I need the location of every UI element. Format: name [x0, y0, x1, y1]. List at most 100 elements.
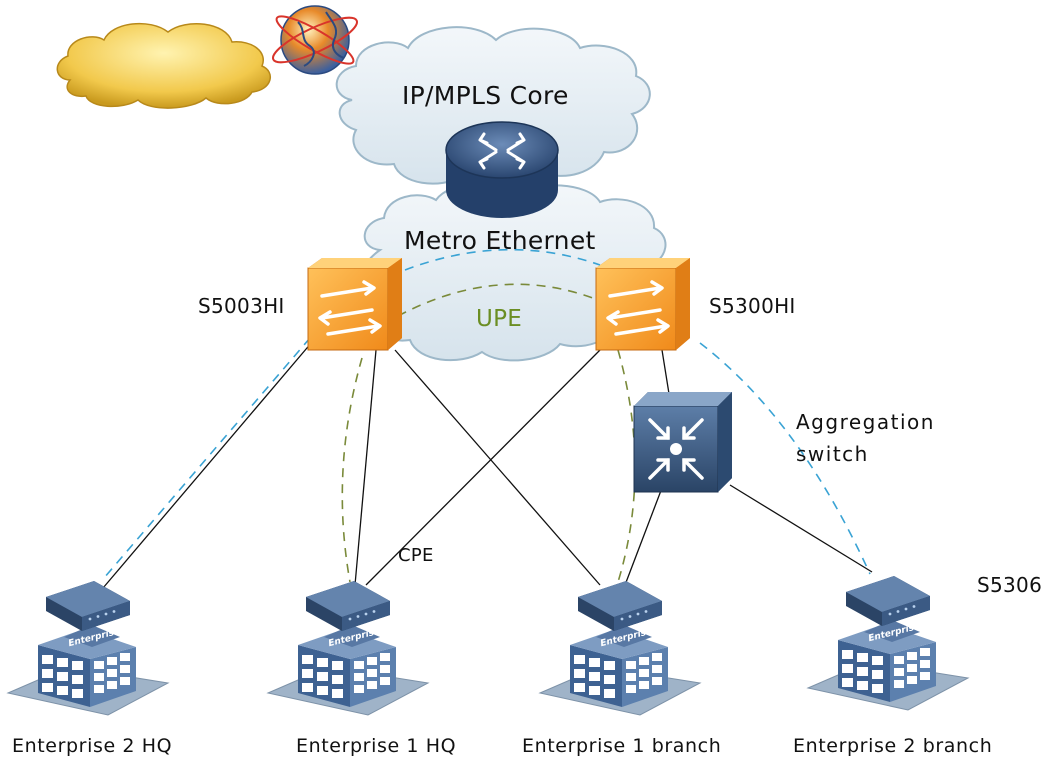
vpn-ent1-metro — [397, 283, 599, 317]
ip-mpls-core-cloud — [335, 26, 651, 188]
window — [626, 685, 636, 693]
window — [639, 669, 649, 677]
window — [872, 656, 883, 665]
window — [302, 683, 313, 692]
window — [107, 681, 117, 689]
aggregation-switch-label: Aggregation switch — [796, 406, 935, 470]
window — [574, 655, 585, 664]
vpn-ent2-metro — [404, 248, 601, 271]
window — [652, 665, 662, 673]
window — [920, 660, 930, 668]
link-aggregation-ent2branch — [729, 484, 873, 573]
core-router-icon — [445, 121, 559, 218]
window — [920, 672, 930, 680]
window — [842, 664, 853, 673]
link-s5003-ent1hq — [354, 349, 377, 586]
switch-right-label: S5300HI — [709, 294, 796, 318]
window — [589, 672, 600, 681]
window — [604, 661, 615, 670]
window — [639, 657, 649, 665]
window — [332, 661, 343, 670]
window — [317, 658, 328, 667]
status-light — [896, 610, 900, 613]
status-light — [636, 612, 640, 616]
window — [302, 669, 313, 678]
window — [872, 670, 883, 679]
window — [626, 661, 636, 669]
window — [842, 650, 853, 659]
core-cloud-label: IP/MPLS Core — [402, 81, 569, 110]
internet-cloud-icon — [56, 22, 272, 109]
window — [907, 652, 917, 660]
status-light — [356, 615, 360, 618]
metro-cloud-label: Metro Ethernet — [404, 226, 596, 255]
vpn-ent1-left — [341, 357, 363, 583]
cpe-modem-icon — [306, 581, 390, 631]
link-s5003-ent2hq — [102, 334, 319, 589]
cpe-modem-icon — [46, 581, 130, 631]
status-light — [620, 617, 624, 621]
link-s5300-aggregation — [661, 349, 671, 401]
cpe-modem-icon — [846, 576, 930, 626]
window — [57, 672, 68, 681]
enterprise-building-icon: Enterprise — [6, 625, 170, 716]
window — [367, 681, 377, 689]
layer2-switch-icon — [595, 258, 690, 351]
window — [574, 683, 585, 692]
window — [907, 676, 917, 684]
window — [42, 669, 53, 678]
enterprise-building-icon: Enterprise — [266, 625, 430, 716]
window — [894, 668, 904, 676]
status-light — [644, 610, 648, 613]
window — [94, 685, 104, 693]
aggregation-label-line1: Aggregation — [796, 410, 935, 434]
window — [120, 653, 130, 661]
status-light — [904, 607, 908, 611]
link-aggregation-ent1branch — [624, 479, 666, 586]
window — [72, 675, 83, 684]
window — [872, 684, 883, 693]
window — [380, 665, 390, 673]
window — [589, 658, 600, 667]
vpn-ent1-right — [617, 349, 636, 583]
window — [354, 673, 364, 681]
window — [626, 673, 636, 681]
status-light — [372, 610, 376, 613]
links-dashed-blue — [103, 248, 871, 579]
vpn-ent2-right — [699, 342, 871, 575]
window — [589, 686, 600, 695]
links-solid — [102, 334, 873, 589]
enterprise-building-icon: Enterprise — [806, 620, 970, 711]
window — [639, 681, 649, 689]
window — [857, 681, 868, 690]
window — [920, 648, 930, 656]
site-label: Enterprise 1 HQ — [296, 735, 457, 757]
status-light — [96, 615, 100, 618]
window — [57, 686, 68, 695]
window — [652, 677, 662, 685]
window — [317, 686, 328, 695]
link-s5300-ent1hq — [365, 344, 606, 586]
status-light — [888, 612, 892, 616]
window — [57, 658, 68, 667]
window — [302, 655, 313, 664]
window — [380, 653, 390, 661]
window — [107, 657, 117, 665]
window — [120, 677, 130, 685]
window — [94, 673, 104, 681]
status-light — [364, 612, 368, 616]
link-s5003-ent1branch — [394, 349, 601, 586]
globe-icon — [272, 5, 358, 75]
window — [354, 661, 364, 669]
site-label: Enterprise 2 HQ — [12, 735, 173, 757]
site-label: Enterprise 2 branch — [793, 735, 993, 757]
window — [332, 675, 343, 684]
window — [907, 664, 917, 672]
status-light — [912, 605, 916, 608]
window — [604, 689, 615, 698]
window — [120, 665, 130, 673]
status-light — [88, 617, 92, 621]
site-label: Enterprise 1 branch — [522, 735, 722, 757]
